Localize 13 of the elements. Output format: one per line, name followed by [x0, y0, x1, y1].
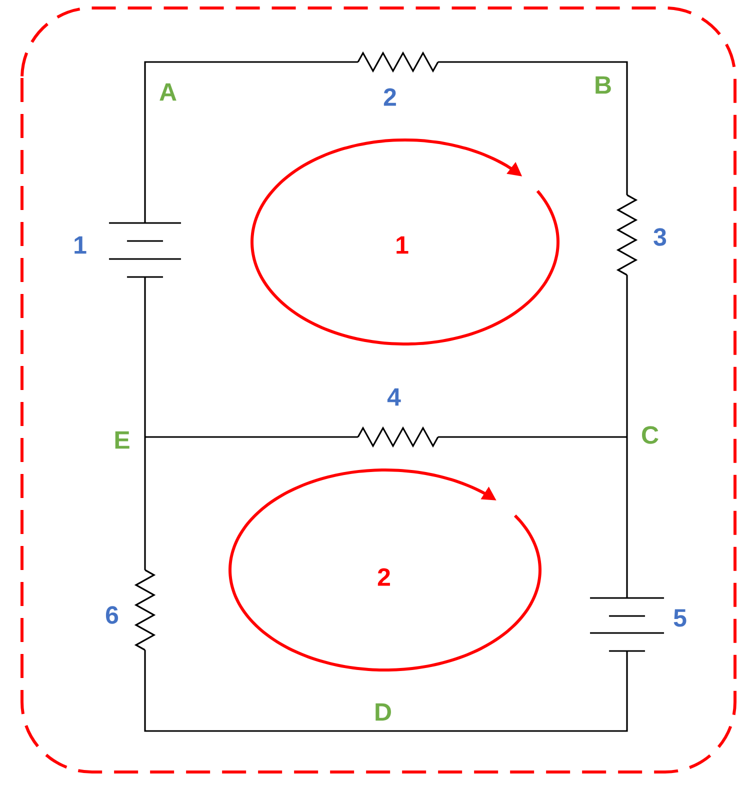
node-letter: D [376, 703, 391, 721]
component-number: 5 [674, 609, 686, 627]
loop-number: 2 [378, 568, 390, 586]
component-number: 4 [387, 388, 401, 406]
component-number: 6 [106, 606, 118, 624]
node-letter: C [642, 426, 658, 444]
node-letter: A [160, 83, 176, 101]
node-letter: B [596, 76, 611, 94]
loop-number: 1 [396, 236, 408, 254]
component-number: 3 [654, 228, 666, 246]
component-number: 1 [74, 236, 86, 254]
node-letter: E [115, 431, 130, 449]
component-number: 2 [384, 88, 396, 106]
